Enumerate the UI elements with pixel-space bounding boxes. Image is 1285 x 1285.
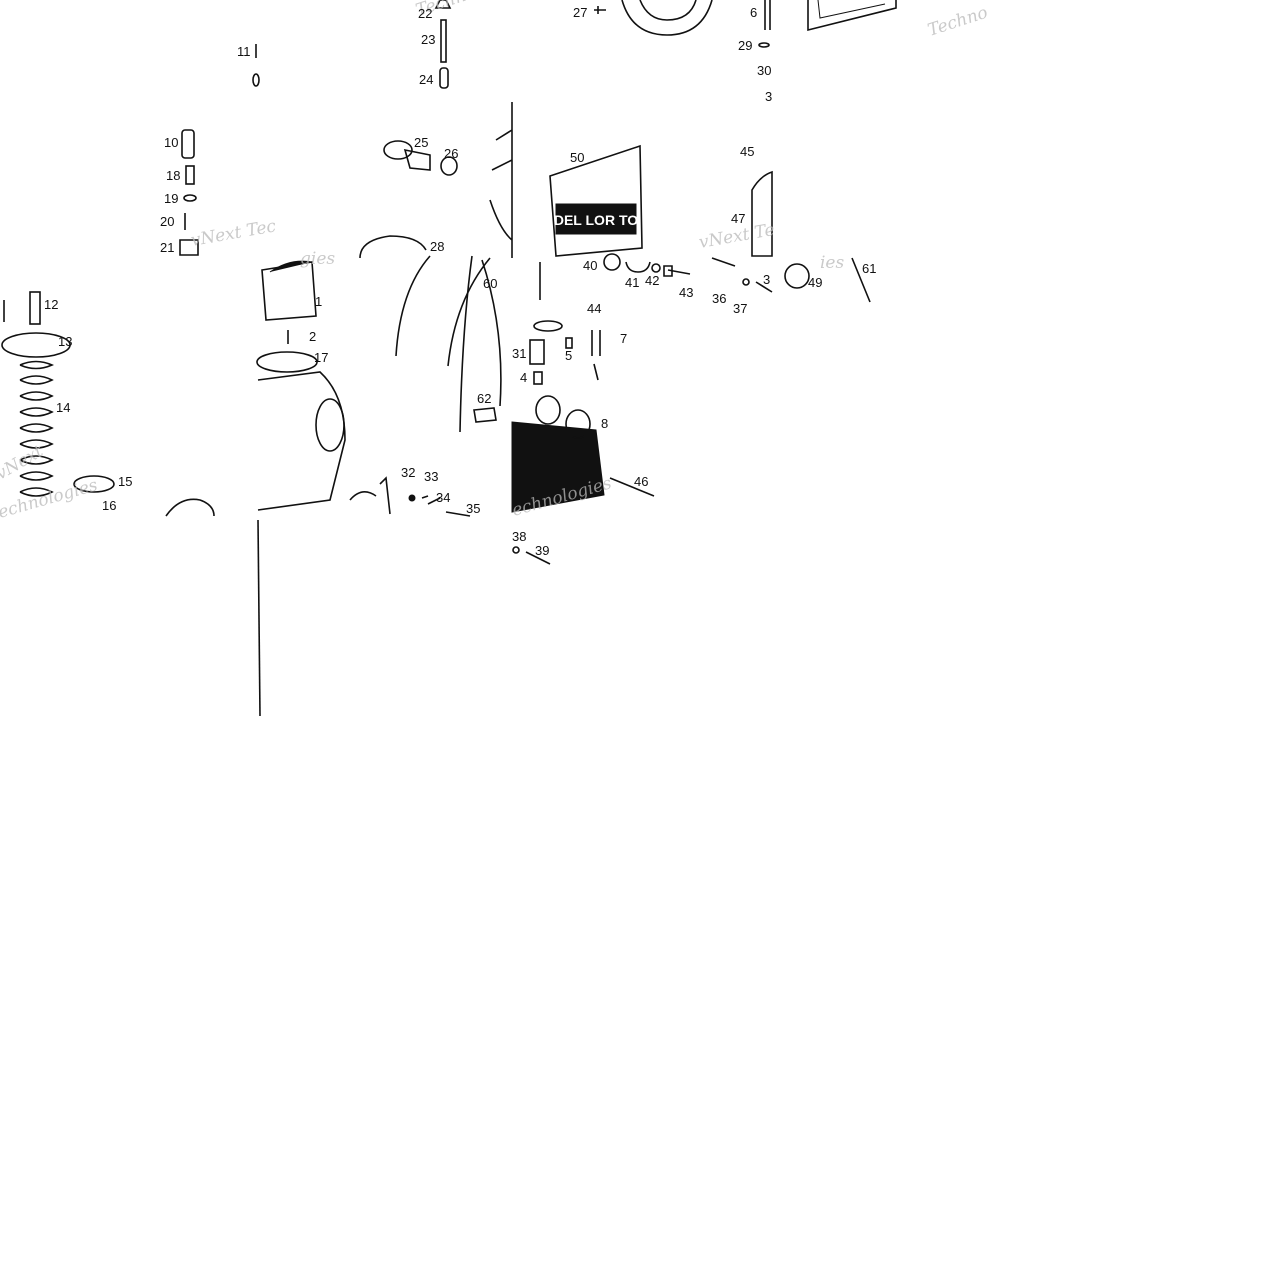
part-label-20: 20 xyxy=(160,214,174,229)
watermark-5: echnologies xyxy=(0,475,100,523)
part-label-45: 45 xyxy=(740,144,754,159)
part-label-26: 26 xyxy=(444,146,458,161)
part-label-40: 40 xyxy=(583,258,597,273)
part-label-35: 35 xyxy=(466,501,480,516)
part-label-37: 37 xyxy=(733,301,747,316)
part-label-29: 29 xyxy=(738,38,752,53)
part-label-46: 46 xyxy=(634,474,648,489)
part-label-41: 41 xyxy=(625,275,639,290)
part-label-39: 39 xyxy=(535,543,549,558)
part-label-42: 42 xyxy=(645,273,659,288)
part-label-1: 1 xyxy=(315,294,322,309)
part-label-21: 21 xyxy=(160,240,174,255)
part-label-15: 15 xyxy=(118,474,132,489)
part-label-43: 43 xyxy=(679,285,693,300)
part-label-62: 62 xyxy=(477,391,491,406)
part-label-10: 10 xyxy=(164,135,178,150)
part-label-4: 4 xyxy=(520,370,527,385)
part-label-23: 23 xyxy=(421,32,435,47)
part-label-50: 50 xyxy=(570,150,584,165)
part-label-16: 16 xyxy=(102,498,116,513)
part-label-33: 33 xyxy=(424,469,438,484)
part-label-3-top: 3 xyxy=(765,89,772,104)
watermark-7: gies xyxy=(300,249,335,269)
part-label-61: 61 xyxy=(862,261,876,276)
part-label-31: 31 xyxy=(512,346,526,361)
part-drawings-mid: DEL LOR TO xyxy=(179,102,871,303)
part-label-38: 38 xyxy=(512,529,526,544)
watermark-layer: Techno Techno vNext Tec vNext Te echnolo… xyxy=(0,0,990,523)
part-label-32: 32 xyxy=(401,465,415,480)
part-label-13: 13 xyxy=(58,334,72,349)
part-label-34: 34 xyxy=(436,490,450,505)
part-label-60: 60 xyxy=(483,276,497,291)
part-label-2: 2 xyxy=(309,329,316,344)
part-label-3-right: 3 xyxy=(763,272,770,287)
part-label-6: 6 xyxy=(750,5,757,20)
part-label-11: 11 xyxy=(237,44,251,59)
part-drawings xyxy=(252,0,897,89)
part-label-18: 18 xyxy=(166,168,180,183)
part-label-5: 5 xyxy=(565,348,572,363)
watermark-2: Techno xyxy=(925,3,990,41)
part-label-27: 27 xyxy=(573,5,587,20)
watermark-8: ies xyxy=(820,253,844,273)
part-label-30: 30 xyxy=(757,63,771,78)
part-label-28: 28 xyxy=(430,239,444,254)
part-number-labels: 22 23 24 27 6 29 30 3 11 25 26 10 18 19 … xyxy=(44,5,876,558)
part-label-25: 25 xyxy=(414,135,428,150)
part-label-49: 49 xyxy=(808,275,822,290)
part-label-7: 7 xyxy=(620,331,627,346)
part-label-8: 8 xyxy=(601,416,608,431)
part-label-14: 14 xyxy=(56,400,70,415)
bag-brand-text: DEL LOR TO xyxy=(554,212,638,228)
watermark-3: vNext Tec xyxy=(189,216,278,251)
part-label-19: 19 xyxy=(164,191,178,206)
part-label-17: 17 xyxy=(314,350,328,365)
part-label-22: 22 xyxy=(418,6,432,21)
part-label-44: 44 xyxy=(587,301,601,316)
part-label-12: 12 xyxy=(44,297,58,312)
part-label-47: 47 xyxy=(731,211,745,226)
part-drawings-bottom xyxy=(1,255,655,717)
part-label-36: 36 xyxy=(712,291,726,306)
part-label-24: 24 xyxy=(419,72,433,87)
